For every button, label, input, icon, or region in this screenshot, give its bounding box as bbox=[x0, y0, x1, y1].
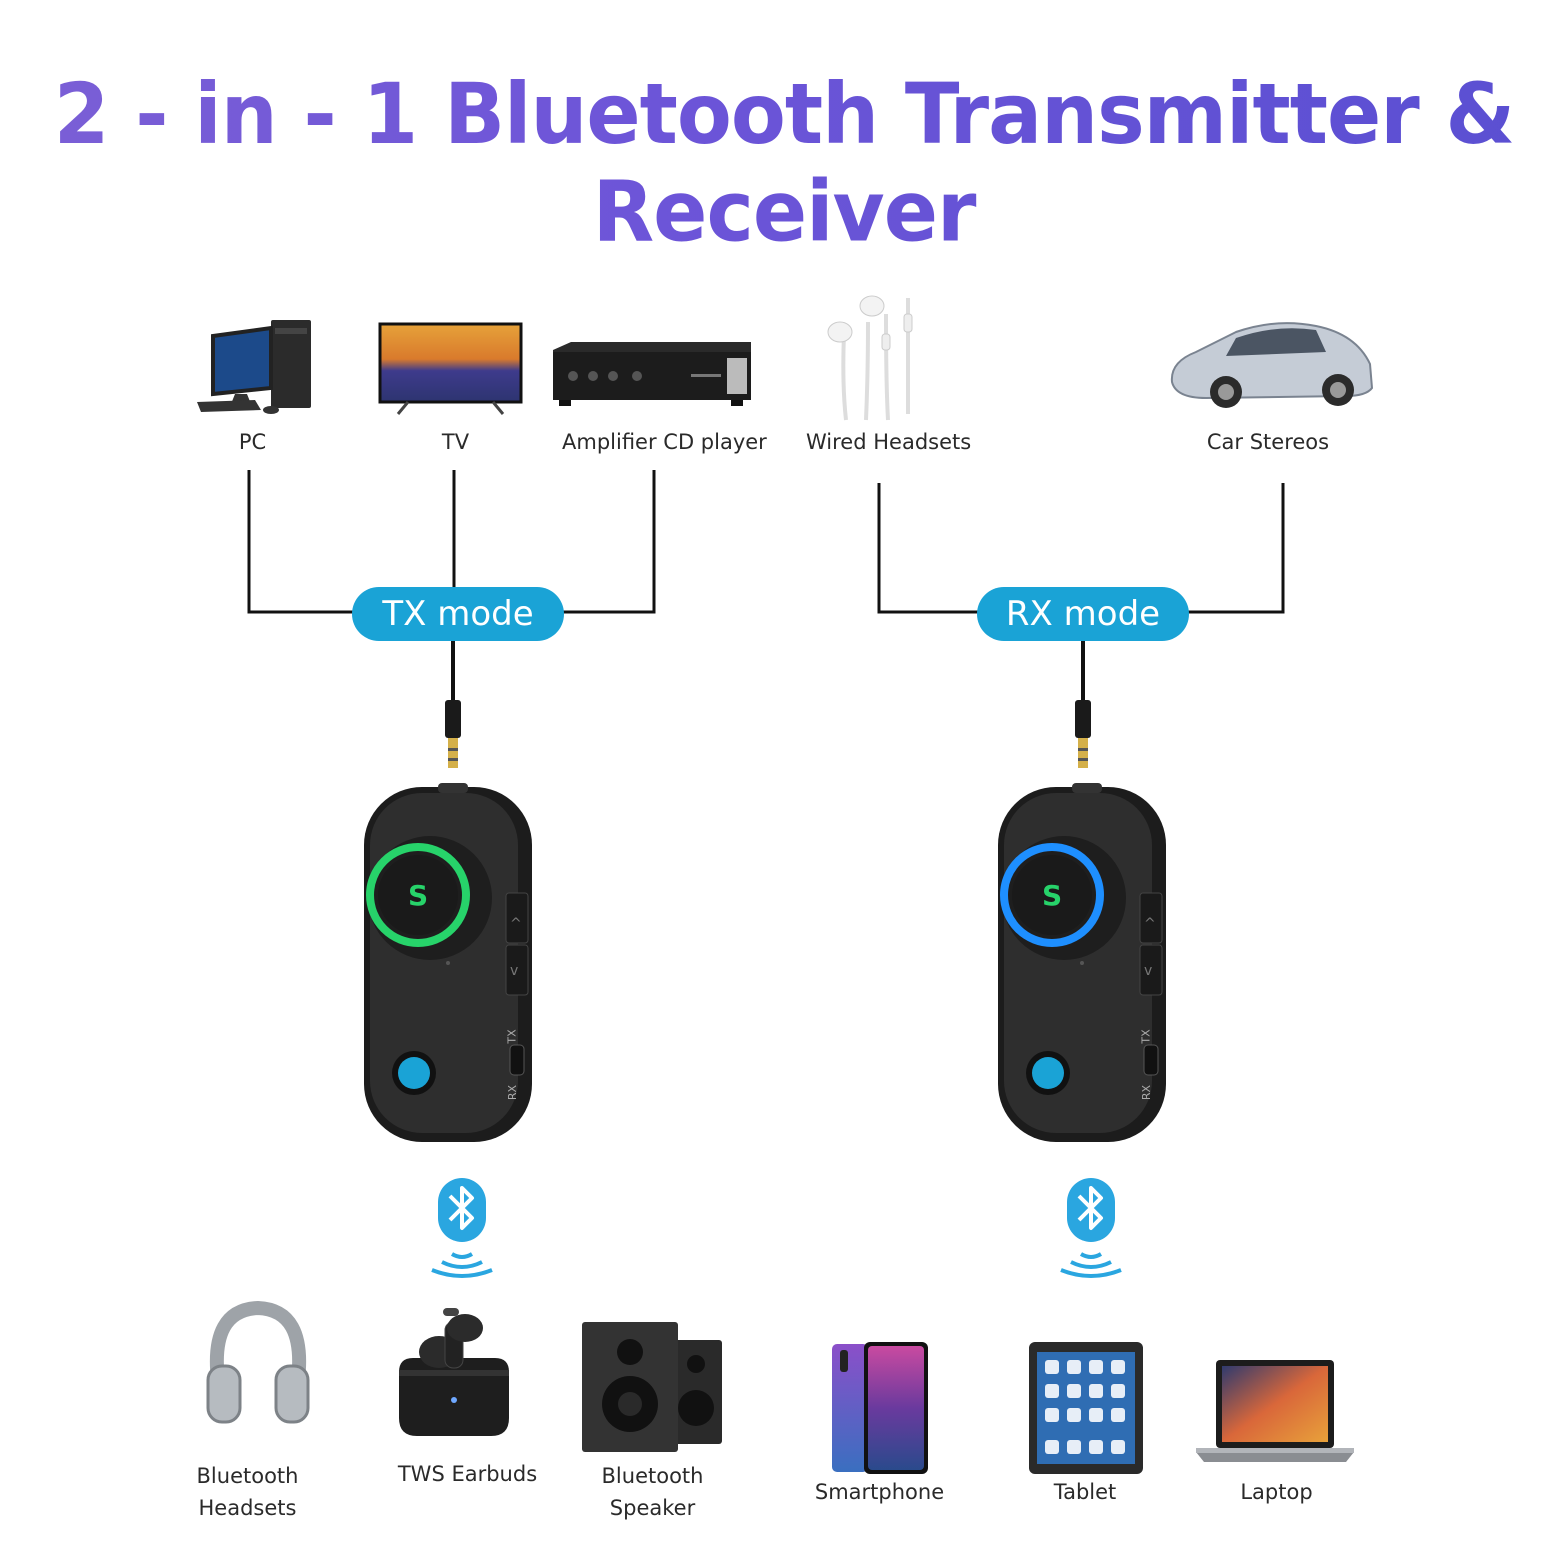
car-icon bbox=[1166, 312, 1376, 412]
svg-text:v: v bbox=[1144, 963, 1152, 979]
tx-switch-top-label: TX bbox=[505, 1029, 519, 1044]
tx-bluetooth-icon bbox=[428, 1176, 496, 1280]
rx-adapter-device: S ^ v bbox=[992, 783, 1172, 1148]
laptop-label: Laptop bbox=[1240, 1480, 1313, 1504]
rx-mode-badge: RX mode bbox=[977, 587, 1189, 641]
rx-switch-bottom-label: RX bbox=[1140, 1084, 1154, 1101]
tablet-label: Tablet bbox=[1053, 1480, 1117, 1504]
page-title: 2 - in - 1 Bluetooth Transmitter & Recei… bbox=[0, 65, 1568, 260]
car-stereos-label: Car Stereos bbox=[1206, 430, 1330, 454]
tws-earbuds-icon bbox=[395, 1308, 513, 1438]
wired-headsets-label: Wired Headsets bbox=[806, 430, 972, 454]
amplifier-icon bbox=[551, 340, 756, 410]
pc-icon bbox=[195, 318, 320, 418]
amplifier-label: Amplifier CD player bbox=[562, 430, 767, 454]
svg-text:v: v bbox=[510, 963, 518, 979]
bluetooth-speaker-label-line2: Speaker bbox=[609, 1496, 696, 1520]
bluetooth-headsets-label: Bluetooth Headsets bbox=[185, 1460, 310, 1524]
svg-text:^: ^ bbox=[510, 916, 522, 932]
smartphone-icon bbox=[830, 1340, 930, 1475]
bluetooth-speaker-label-line1: Bluetooth bbox=[601, 1464, 704, 1488]
svg-text:S: S bbox=[1042, 879, 1062, 912]
tv-label: TV bbox=[441, 430, 470, 454]
bluetooth-headsets-icon bbox=[200, 1300, 315, 1430]
svg-text:S: S bbox=[408, 879, 428, 912]
bluetooth-speaker-icon bbox=[580, 1320, 725, 1455]
tx-switch-bottom-label: RX bbox=[506, 1084, 520, 1101]
pc-label: PC bbox=[238, 430, 267, 454]
smartphone-label: Smartphone bbox=[814, 1480, 945, 1504]
laptop-icon bbox=[1194, 1358, 1359, 1468]
tws-earbuds-label: TWS Earbuds bbox=[397, 1462, 538, 1486]
rx-bluetooth-icon bbox=[1057, 1176, 1125, 1280]
rx-switch-top-label: TX bbox=[1139, 1029, 1153, 1044]
bluetooth-headsets-label-line2: Headsets bbox=[198, 1496, 297, 1520]
svg-text:^: ^ bbox=[1144, 916, 1156, 932]
tv-icon bbox=[378, 322, 523, 417]
bluetooth-speaker-label: Bluetooth Speaker bbox=[590, 1460, 715, 1524]
bluetooth-headsets-label-line1: Bluetooth bbox=[196, 1464, 299, 1488]
tx-adapter-device: S ^ v bbox=[358, 783, 538, 1148]
wired-headsets-icon bbox=[824, 294, 919, 424]
tablet-icon bbox=[1027, 1340, 1145, 1475]
tx-mode-badge: TX mode bbox=[352, 587, 564, 641]
